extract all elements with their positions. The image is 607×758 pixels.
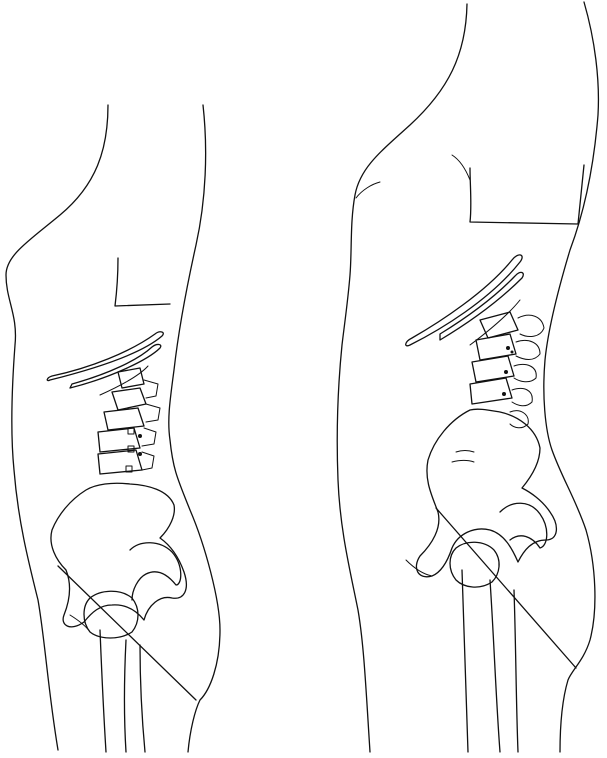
right-rib-1: [406, 255, 522, 346]
right-foramen-4: [502, 392, 506, 396]
left-foramen-2: [138, 452, 142, 456]
left-ilium: [51, 483, 186, 627]
left-spinous-processes: [142, 380, 160, 470]
right-arm-outline: [470, 165, 584, 224]
left-arm-outline: [115, 258, 170, 306]
left-leg-line-3: [140, 645, 145, 752]
left-vertebra-1: [118, 368, 144, 388]
right-foramen-2: [511, 351, 514, 354]
right-leg-line-1: [462, 570, 468, 752]
left-vertebra-5: [98, 450, 142, 474]
right-rib-3: [470, 300, 520, 345]
left-figure: [6, 105, 220, 752]
left-body-outline-front: [6, 105, 108, 750]
right-leg-line-3: [514, 590, 518, 752]
right-leg-line-2: [490, 580, 500, 752]
right-vertebra-3: [472, 356, 514, 382]
left-leg-line-1: [100, 630, 106, 752]
left-vertebra-3: [104, 408, 144, 430]
right-shoulder-mark: [356, 182, 380, 198]
right-shoulder-crease: [452, 155, 470, 180]
right-iliac-crest-detail: [452, 451, 474, 463]
left-pelvic-inclination-line: [58, 566, 196, 700]
right-figure: [337, 2, 598, 752]
right-foramen-1: [506, 346, 510, 350]
right-body-outline-back: [544, 2, 599, 752]
right-foramen-3: [504, 370, 508, 374]
right-vertebra-1: [480, 312, 518, 338]
left-body-outline-back: [169, 105, 220, 752]
left-vertebra-2: [112, 388, 146, 410]
right-vertebra-2: [476, 334, 516, 360]
left-foramen-1: [138, 434, 142, 438]
right-pubis: [450, 542, 499, 587]
left-leg-line-2: [125, 640, 127, 752]
right-body-outline-front: [337, 4, 467, 752]
right-pelvic-inclination-line: [436, 508, 576, 668]
right-rib-2: [440, 272, 523, 340]
right-ilium: [416, 409, 556, 577]
right-spinous-processes: [510, 315, 544, 428]
